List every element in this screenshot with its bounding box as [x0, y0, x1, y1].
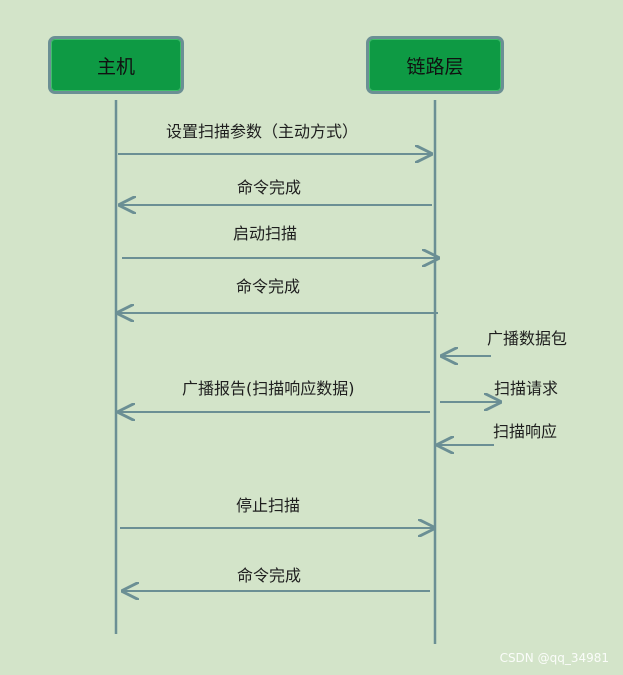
host-label: 主机: [96, 55, 135, 78]
message-label: 广播报告(扫描响应数据): [182, 379, 355, 398]
link-layer-box: 链路层: [366, 36, 504, 94]
message-label: 命令完成: [237, 178, 302, 197]
message-label: 启动扫描: [233, 224, 298, 243]
host-box: 主机: [48, 36, 184, 94]
external-message-label: 扫描请求: [494, 379, 559, 398]
message-label: 命令完成: [237, 566, 302, 585]
message-label: 停止扫描: [236, 496, 301, 515]
external-message-label: 广播数据包: [487, 329, 568, 348]
message-label: 设置扫描参数（主动方式）: [166, 122, 359, 141]
link-layer-label: 链路层: [406, 55, 464, 78]
external-message-label: 扫描响应: [493, 422, 558, 441]
message-label: 命令完成: [236, 277, 301, 296]
watermark: CSDN @qq_34981: [499, 651, 609, 665]
